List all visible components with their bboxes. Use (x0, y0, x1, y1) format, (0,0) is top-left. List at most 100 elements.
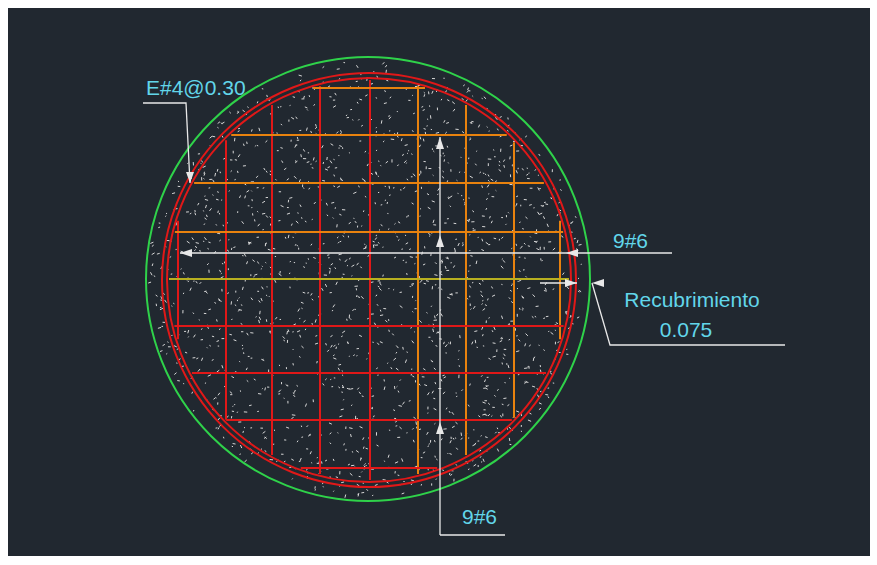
concrete-speck (268, 296, 270, 298)
concrete-speck (341, 481, 344, 483)
concrete-speck (481, 291, 482, 293)
concrete-speck (361, 296, 363, 299)
concrete-speck (237, 412, 239, 413)
concrete-speck (218, 427, 220, 429)
concrete-speck (387, 213, 388, 214)
concrete-speck (359, 140, 361, 141)
concrete-speck (306, 263, 307, 264)
concrete-speck (434, 382, 436, 384)
concrete-speck (473, 230, 476, 231)
concrete-speck (268, 369, 269, 372)
concrete-speck (343, 62, 345, 63)
concrete-speck (313, 399, 314, 402)
concrete-speck (481, 375, 482, 376)
concrete-speck (351, 404, 352, 406)
concrete-speck (299, 130, 301, 131)
concrete-speck (412, 284, 414, 286)
concrete-speck (403, 260, 404, 261)
concrete-speck (314, 202, 316, 204)
concrete-speck (468, 437, 469, 438)
concrete-speck (340, 178, 342, 181)
concrete-speck (214, 173, 216, 176)
concrete-speck (433, 324, 434, 325)
concrete-speck (269, 332, 271, 334)
concrete-speck (266, 95, 268, 97)
concrete-speck (305, 107, 308, 108)
concrete-speck (388, 330, 390, 332)
arrowhead (565, 279, 577, 287)
concrete-speck (270, 267, 271, 268)
concrete-speck (242, 348, 243, 350)
concrete-speck (193, 313, 194, 314)
concrete-speck (241, 331, 243, 332)
concrete-speck (432, 174, 434, 176)
concrete-speck (412, 311, 414, 313)
concrete-speck (364, 463, 366, 464)
concrete-speck (562, 236, 563, 238)
concrete-speck (203, 173, 205, 176)
concrete-speck (251, 129, 253, 131)
concrete-speck (365, 465, 366, 466)
concrete-speck (454, 248, 456, 251)
concrete-speck (297, 441, 299, 443)
concrete-speck (488, 317, 489, 319)
concrete-speck (455, 464, 457, 465)
concrete-speck (395, 352, 397, 353)
arrowhead (436, 137, 444, 149)
concrete-speck (244, 411, 247, 412)
rebar (301, 467, 437, 469)
concrete-speck (524, 199, 527, 200)
concrete-speck (483, 172, 484, 174)
concrete-speck (223, 225, 225, 227)
concrete-speck (499, 169, 501, 171)
concrete-speck (469, 286, 471, 288)
concrete-speck (202, 358, 203, 361)
concrete-speck (363, 437, 364, 439)
concrete-speck (395, 462, 398, 463)
concrete-speck (379, 288, 381, 290)
stirrup-ring (162, 73, 576, 487)
concrete-speck (432, 201, 435, 202)
concrete-speck (341, 409, 344, 411)
concrete-speck (335, 93, 336, 95)
concrete-speck (406, 273, 408, 275)
concrete-speck (214, 398, 216, 399)
concrete-speck (356, 450, 359, 452)
concrete-speck (526, 136, 527, 138)
concrete-speck (488, 180, 489, 181)
concrete-speck (258, 320, 260, 323)
concrete-speck (396, 368, 398, 370)
concrete-speck (220, 172, 221, 174)
concrete-speck (228, 190, 230, 191)
concrete-speck (293, 392, 295, 394)
concrete-speck (295, 145, 297, 148)
concrete-speck (204, 291, 206, 293)
concrete-speck (228, 268, 229, 270)
concrete-speck (207, 263, 209, 264)
concrete-speck (353, 192, 356, 193)
concrete-speck (421, 106, 423, 108)
concrete-speck (538, 187, 540, 190)
concrete-speck (382, 62, 384, 64)
concrete-speck (381, 120, 383, 123)
concrete-speck (494, 156, 496, 157)
concrete-speck (560, 189, 561, 190)
concrete-speck (556, 323, 558, 324)
concrete-speck (296, 221, 298, 223)
concrete-speck (312, 167, 314, 169)
concrete-speck (553, 382, 554, 383)
concrete-speck (378, 229, 380, 230)
concrete-speck (355, 221, 356, 223)
concrete-speck (468, 158, 469, 160)
concrete-speck (248, 356, 250, 357)
concrete-speck (449, 196, 450, 198)
concrete-speck (530, 188, 533, 189)
concrete-speck (215, 302, 216, 304)
concrete-speck (353, 354, 355, 356)
concrete-speck (467, 88, 469, 91)
concrete-speck (362, 395, 364, 397)
concrete-speck (469, 296, 470, 298)
concrete-speck (305, 221, 307, 222)
concrete-speck (221, 338, 224, 339)
concrete-speck (301, 426, 302, 427)
